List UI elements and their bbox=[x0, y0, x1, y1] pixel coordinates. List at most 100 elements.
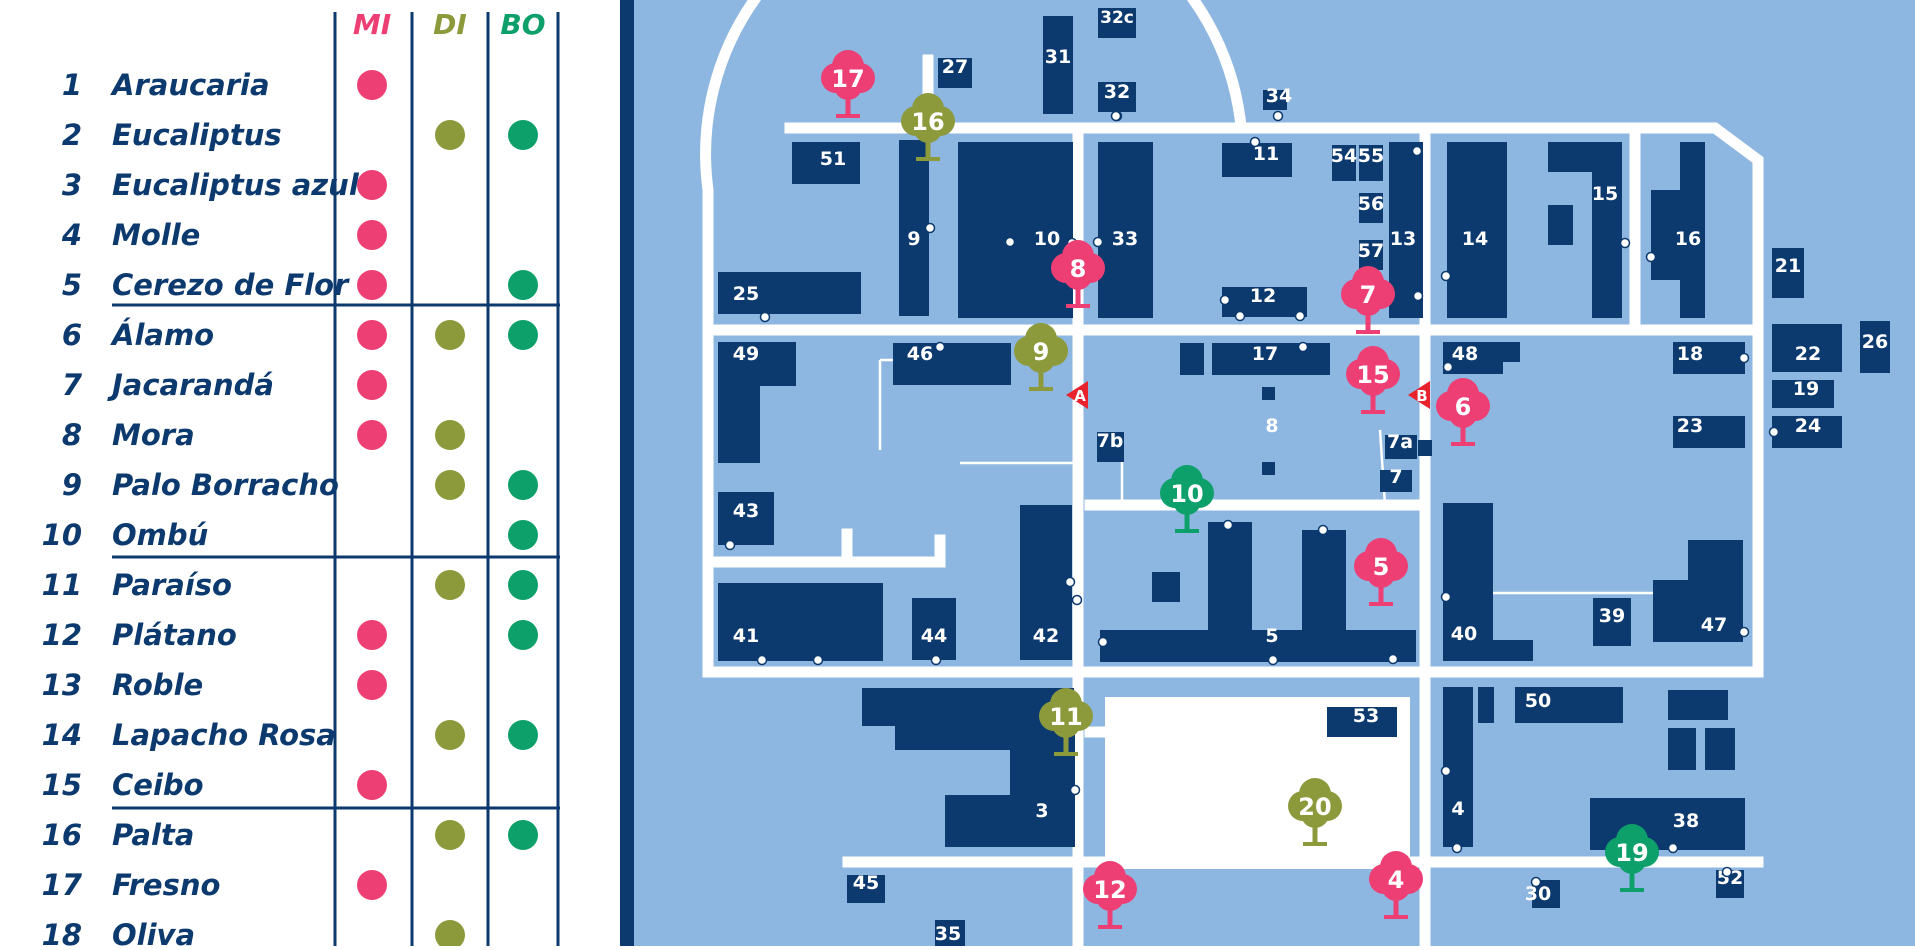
building-22[interactable]: 22 bbox=[1772, 324, 1842, 372]
building-label: 32c bbox=[1100, 8, 1134, 28]
building-19[interactable]: 19 bbox=[1772, 378, 1834, 408]
tree-icon bbox=[1605, 824, 1659, 892]
building-31[interactable]: 31 bbox=[1043, 16, 1073, 114]
building-footprint bbox=[1380, 470, 1412, 492]
tree-20[interactable]: 20 bbox=[1288, 778, 1342, 846]
species-number: 16 bbox=[42, 818, 82, 852]
tree-7[interactable]: 7 bbox=[1341, 266, 1395, 334]
building-41[interactable]: 41 bbox=[718, 583, 883, 661]
direction-arrow-icon: → bbox=[1208, 121, 1220, 137]
building-55[interactable]: 55 bbox=[1358, 145, 1384, 181]
building-24[interactable]: 24 bbox=[1772, 415, 1842, 448]
tree-canopy bbox=[1365, 538, 1397, 570]
tree-number: 20 bbox=[1298, 793, 1331, 821]
building-17[interactable]: 17 bbox=[1180, 343, 1330, 375]
building-48[interactable]: 48 bbox=[1443, 342, 1520, 374]
entrance-dot bbox=[1294, 310, 1306, 322]
presence-dot-mi bbox=[357, 170, 387, 200]
tree-11[interactable]: 11 bbox=[1039, 688, 1093, 756]
building-23[interactable]: 23 bbox=[1673, 415, 1745, 448]
species-number: 12 bbox=[42, 618, 82, 652]
building-54[interactable]: 54 bbox=[1331, 145, 1357, 181]
building-8[interactable]: 8 bbox=[1262, 387, 1279, 475]
tree-10[interactable]: 10 bbox=[1160, 465, 1214, 533]
tree-9[interactable]: 9 bbox=[1014, 323, 1068, 391]
building-35[interactable]: 35 bbox=[935, 920, 965, 946]
tree-4[interactable]: 4 bbox=[1369, 851, 1423, 919]
building-51[interactable]: 51 bbox=[792, 142, 860, 184]
entrance-dot bbox=[1297, 341, 1309, 353]
building-42[interactable]: 42 bbox=[1020, 505, 1072, 660]
building-33[interactable]: 33 bbox=[1098, 142, 1153, 318]
entrance-dot bbox=[1110, 110, 1122, 122]
building-50[interactable]: 50 bbox=[1478, 687, 1623, 723]
tree-16[interactable]: 16 bbox=[901, 93, 955, 161]
building-21[interactable]: 21 bbox=[1772, 248, 1804, 298]
building-15[interactable]: 15 bbox=[1548, 142, 1622, 318]
tree-6[interactable]: 6 bbox=[1436, 378, 1490, 446]
building-39[interactable]: 39 bbox=[1593, 598, 1631, 646]
building-32c[interactable]: 32c bbox=[1098, 8, 1136, 38]
building-footprint bbox=[938, 58, 972, 88]
tree-icon bbox=[1014, 323, 1068, 391]
building-1[interactable] bbox=[1418, 440, 1432, 456]
species-name: Plátano bbox=[112, 618, 237, 652]
building-7[interactable]: 7 bbox=[1380, 466, 1412, 492]
building-footprint bbox=[1359, 240, 1383, 270]
tree-canopy bbox=[1359, 368, 1387, 396]
flag-label: B bbox=[1416, 387, 1427, 405]
flag-a[interactable]: A bbox=[1066, 381, 1088, 409]
tree-12[interactable]: 12 bbox=[1083, 861, 1137, 929]
tree-icon bbox=[1436, 378, 1490, 446]
species-row: 12 Plátano bbox=[42, 618, 538, 652]
building-7b[interactable]: 7b bbox=[1097, 430, 1124, 462]
building-46[interactable]: 46 bbox=[893, 343, 1011, 385]
tree-17[interactable]: 17 bbox=[821, 50, 875, 118]
tree-number: 6 bbox=[1455, 393, 1472, 421]
building-53[interactable]: 53 bbox=[1327, 705, 1397, 737]
building-40[interactable]: 40 bbox=[1443, 503, 1533, 661]
entrance-dot bbox=[1222, 519, 1234, 531]
tree-number: 16 bbox=[911, 108, 944, 136]
tree-8[interactable]: 8 bbox=[1051, 240, 1105, 308]
tree-19[interactable]: 19 bbox=[1605, 824, 1659, 892]
building-25[interactable]: 25 bbox=[718, 272, 861, 314]
species-name: Palo Borracho bbox=[112, 468, 339, 502]
building-9[interactable]: 9 bbox=[899, 140, 929, 316]
tree-icon bbox=[1160, 465, 1214, 533]
building-5[interactable]: 5 bbox=[1100, 522, 1416, 662]
building-label: 10 bbox=[1034, 228, 1060, 250]
building-32[interactable]: 32 bbox=[1098, 81, 1136, 112]
tree-5[interactable]: 5 bbox=[1354, 538, 1408, 606]
building-18[interactable]: 18 bbox=[1673, 342, 1745, 374]
building-27[interactable]: 27 bbox=[938, 56, 972, 88]
building-30[interactable]: 30 bbox=[1525, 880, 1560, 908]
building-10[interactable]: 10 bbox=[958, 142, 1073, 318]
building-45[interactable]: 45 bbox=[847, 872, 885, 903]
building-13[interactable]: 13 bbox=[1389, 142, 1423, 318]
building-57[interactable]: 57 bbox=[1358, 240, 1384, 270]
building-26[interactable]: 26 bbox=[1860, 321, 1890, 373]
tree-canopy bbox=[1052, 710, 1080, 738]
building-footprint bbox=[760, 605, 860, 661]
building-43[interactable]: 43 bbox=[718, 492, 774, 545]
building-49[interactable]: 49 bbox=[718, 342, 796, 463]
building-34[interactable]: 34 bbox=[1263, 85, 1292, 110]
building-7a[interactable]: 7a bbox=[1385, 431, 1417, 459]
building-47[interactable]: 47 bbox=[1653, 540, 1743, 642]
building-12[interactable]: 12 bbox=[1222, 285, 1307, 317]
building-14[interactable]: 14 bbox=[1447, 142, 1507, 318]
flag-b[interactable]: B bbox=[1408, 381, 1430, 409]
building-44[interactable]: 44 bbox=[912, 598, 956, 660]
building-3[interactable]: 3 bbox=[862, 688, 1075, 847]
building-56[interactable]: 56 bbox=[1358, 193, 1384, 223]
entrance-dot bbox=[759, 311, 771, 323]
tree-15[interactable]: 15 bbox=[1346, 346, 1400, 414]
building-label: 11 bbox=[1253, 143, 1279, 165]
building-16[interactable]: 16 bbox=[1651, 142, 1705, 318]
building-11[interactable]: 11 bbox=[1222, 143, 1292, 177]
